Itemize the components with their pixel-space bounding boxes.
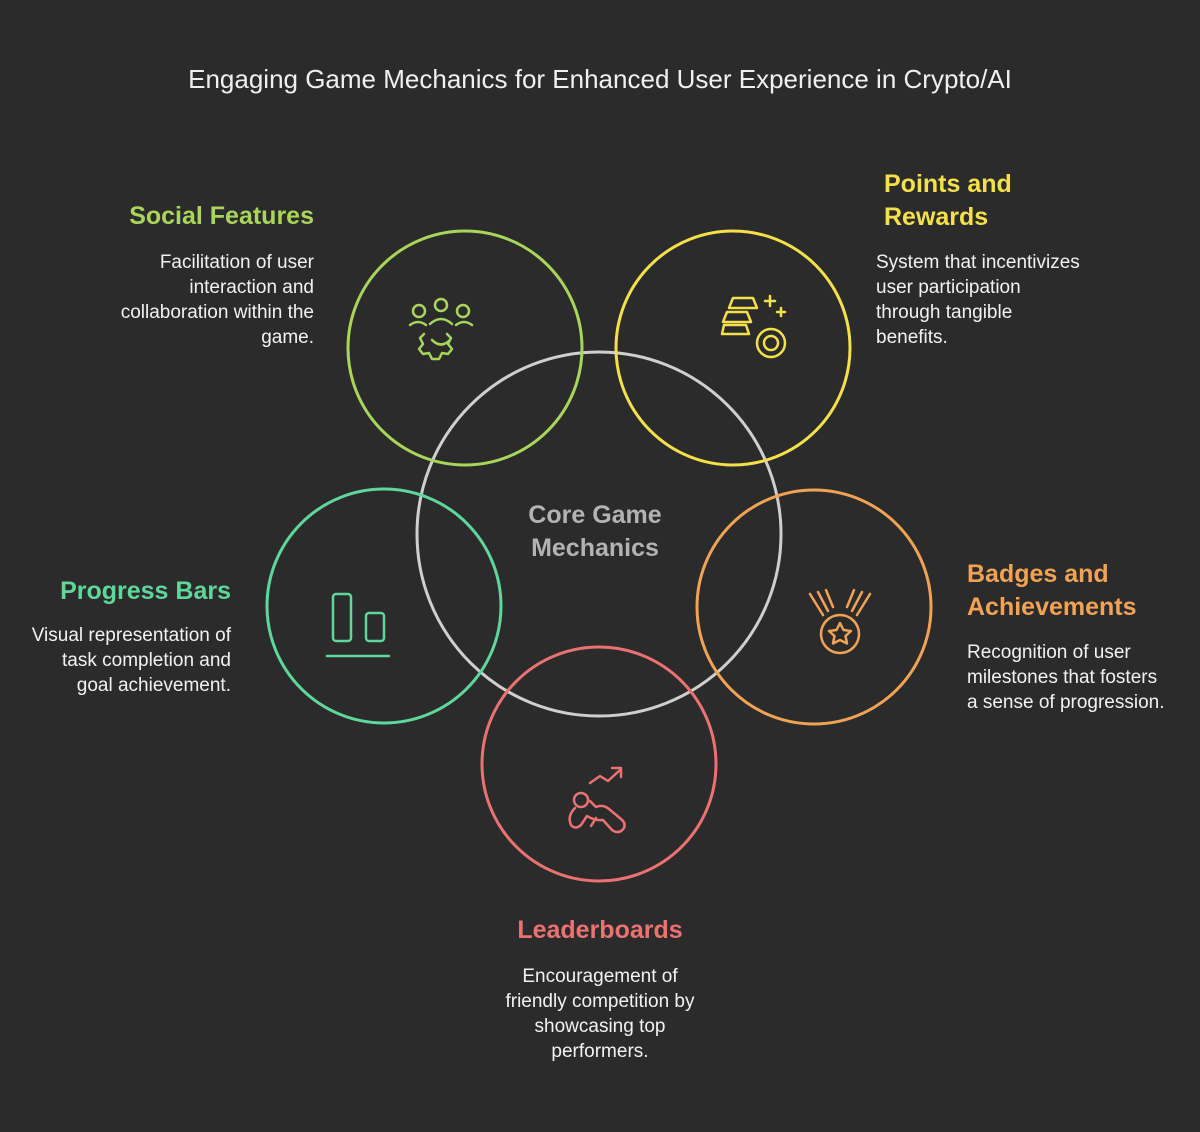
core-circle [415, 350, 783, 718]
badges-achievements-heading: Badges and Achievements [967, 560, 1137, 621]
social-circle [346, 229, 584, 467]
progress-bars-heading: Progress Bars [60, 577, 231, 605]
medal-icon [808, 588, 872, 655]
points-rewards-heading: Points and Rewards [884, 170, 1012, 231]
badges-circle [695, 488, 933, 726]
progress-bars-description: Visual representation of task completion… [31, 625, 231, 696]
points-circle [614, 229, 852, 467]
social-features-description: Facilitation of user interaction and col… [120, 252, 314, 348]
bar-chart-icon [325, 592, 391, 658]
gold-coin-icon [720, 294, 787, 359]
points-rewards-description: System that incentivizes user participat… [876, 252, 1080, 348]
runner-trend-icon [568, 766, 626, 834]
core-label: Core Game Mechanics [528, 501, 662, 562]
badges-achievements-description: Recognition of user milestones that fost… [967, 642, 1165, 713]
progress-circle [265, 487, 503, 725]
social-features-heading: Social Features [129, 202, 314, 230]
leaderboards-circle [480, 645, 718, 883]
leaderboards-description: Encouragement of friendly competition by… [505, 966, 695, 1062]
leaderboards-heading: Leaderboards [517, 916, 683, 944]
people-gear-icon [408, 297, 474, 361]
diagram-title: Engaging Game Mechanics for Enhanced Use… [188, 64, 1012, 94]
